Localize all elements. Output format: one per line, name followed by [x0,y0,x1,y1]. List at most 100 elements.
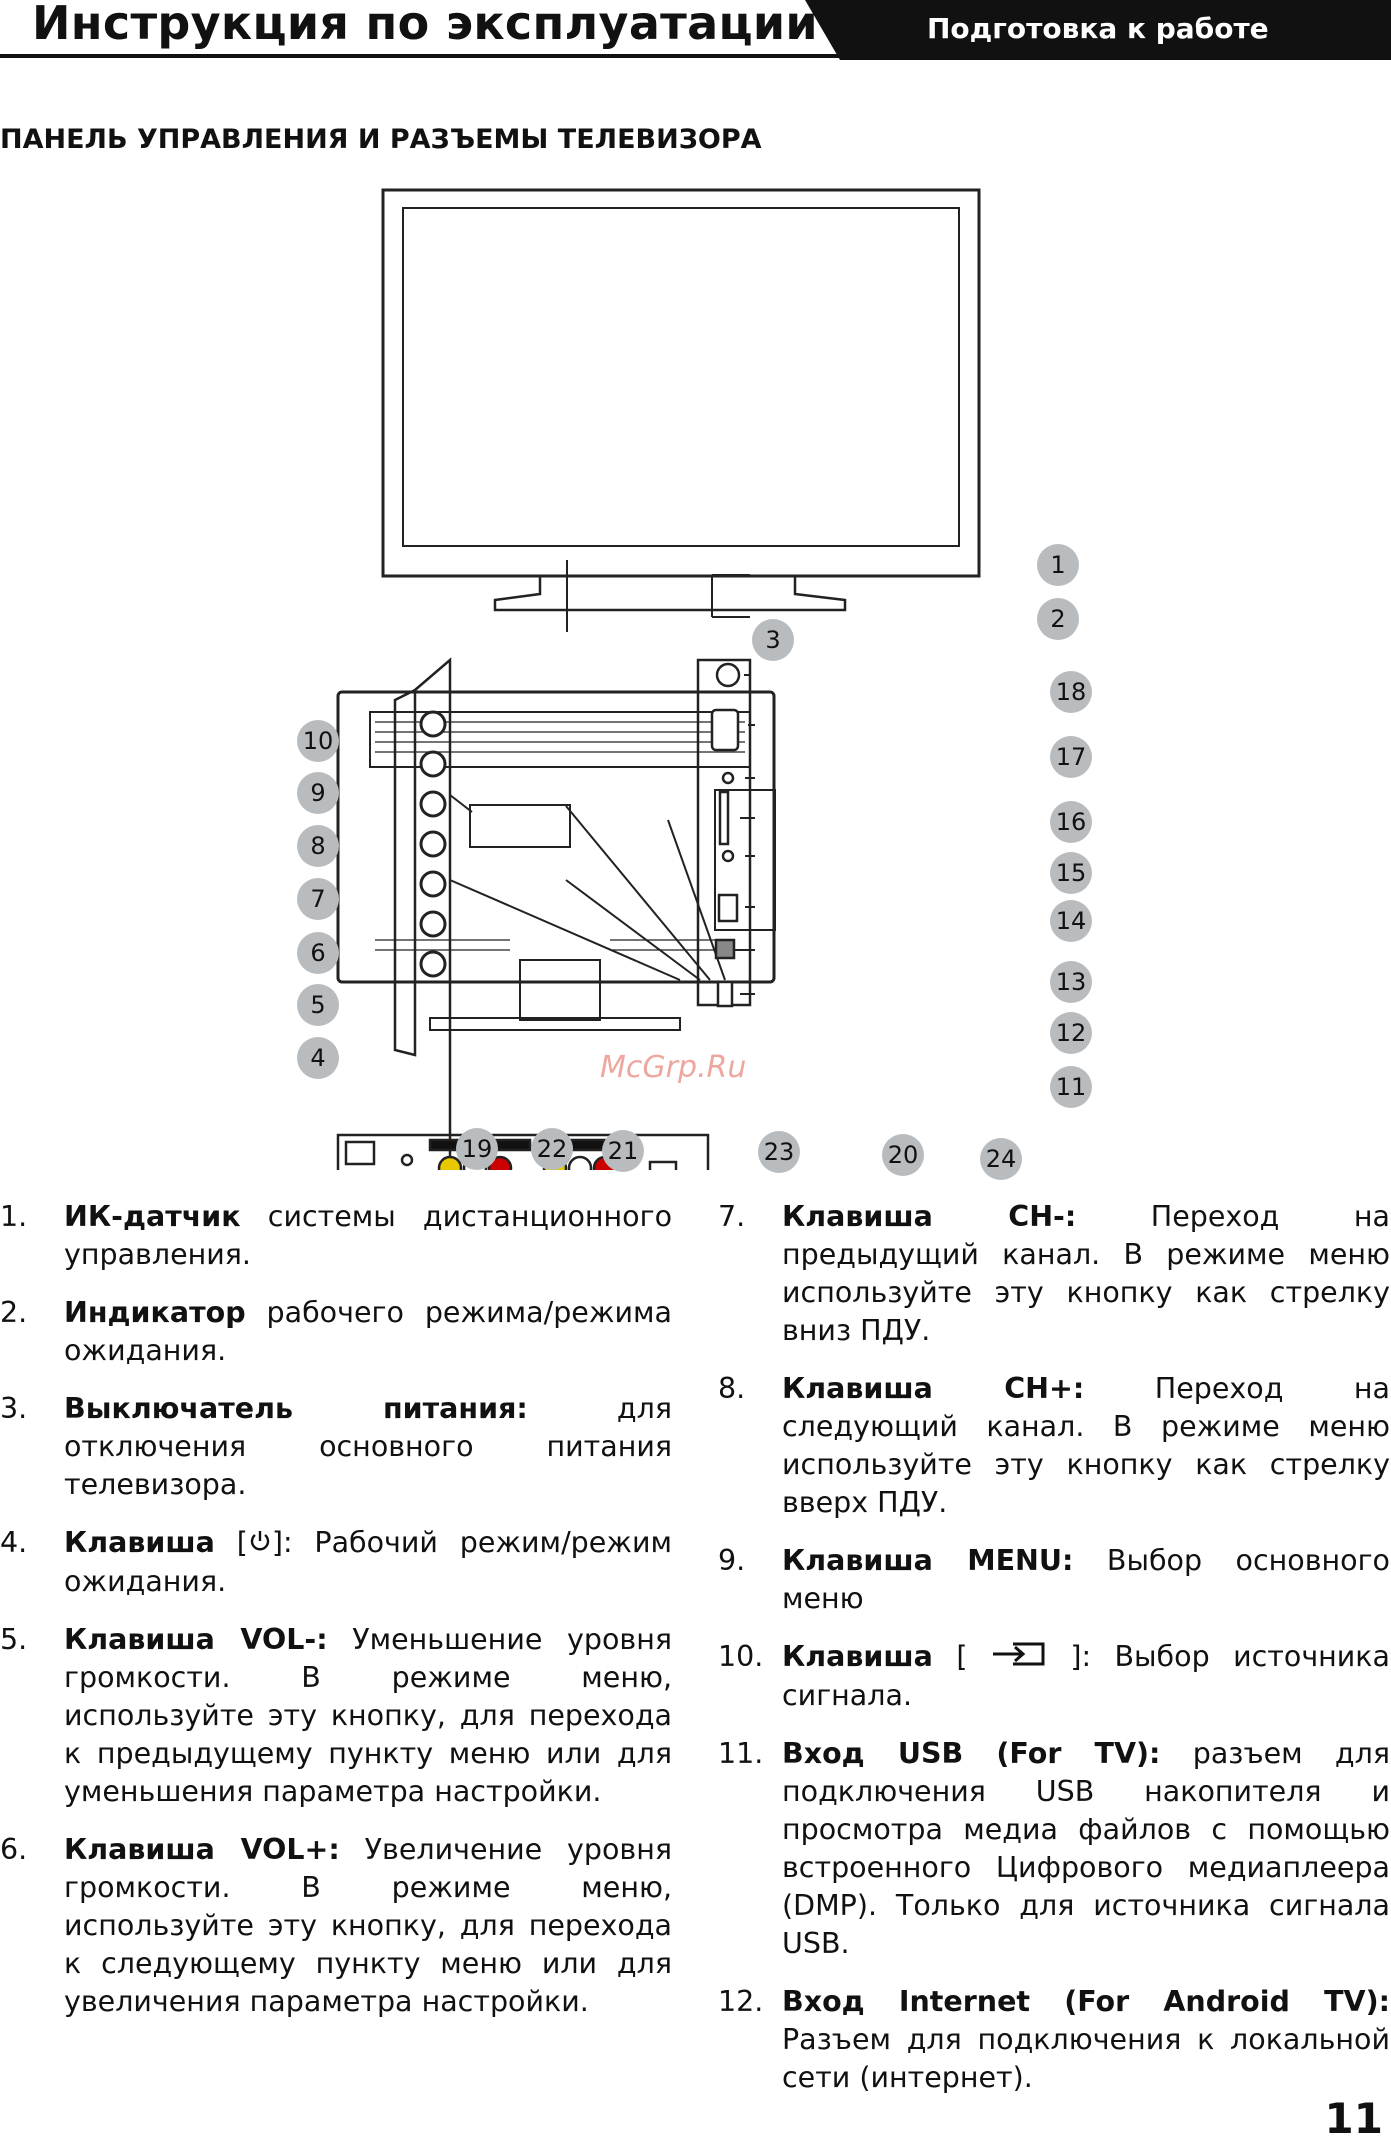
list-item: 6.Клавиша VOL+: Увеличение уровня громко… [0,1831,672,2021]
list-item-description: ]: Рабочий режим/режим ожидания. [64,1526,672,1598]
side-button-9 [419,750,447,778]
tv-back-neck [519,959,601,1021]
callout-2: 2 [1037,598,1079,640]
callout-17: 17 [1050,736,1092,778]
list-item-number: 2. [0,1296,28,1329]
list-item-number: 6. [0,1833,28,1866]
connector-11-usb [716,980,734,1008]
tv-back-base [429,1017,681,1031]
connector-22 [400,1153,414,1167]
bottom-connector-panel [336,1133,710,1170]
page-header: Инструкция по эксплуатации Подготовка к … [0,0,1391,60]
list-item-bracket: [ [214,1526,248,1559]
list-item-term: Клавиша [64,1526,215,1559]
list-item-number: 12. [718,1985,764,2018]
list-item: 8. Клавиша CH+: Переход на следующий кана… [718,1370,1390,1522]
tv-back-body [336,690,776,984]
list-item-number: 10. [718,1640,764,1673]
connector-20-usb [648,1160,678,1170]
section-title: ПАНЕЛЬ УПРАВЛЕНИЯ И РАЗЪЕМЫ ТЕЛЕВИЗОРА [0,124,762,155]
header-section-label: Подготовка к работе [927,12,1269,45]
list-item: 4. Клавиша []: Рабочий режим/режим ожидан… [0,1524,672,1601]
callout-16: 16 [1050,801,1092,843]
list-item-term: ИК-датчик [64,1200,241,1233]
callout-19: 19 [456,1128,498,1170]
callout-10: 10 [297,720,339,762]
list-item-term: Вход Internet (For Android TV): [782,1985,1390,2018]
callout-18: 18 [1050,671,1092,713]
connector-15-slot [718,790,730,846]
connector-21-yellow [437,1155,463,1170]
connector-19 [344,1140,376,1166]
list-item-description: Увеличение уровня громкости. В режиме ме… [64,1833,672,2018]
input-source-icon [991,1639,1047,1677]
item-list-left: 1. ИК-датчик системы дистанционного управ… [0,1198,672,2041]
list-item-description: Разъем для подключения к локальной сети … [782,2023,1390,2094]
callout-8: 8 [297,825,339,867]
list-item: 12. Вход Internet (For Android TV): Разъе… [718,1983,1390,2097]
tv-back-panel [469,804,571,848]
callout-23: 23 [758,1131,800,1173]
list-item-description: Выбор основного меню [782,1544,1390,1615]
list-item: 2. Индикатор рабочего режима/режима ожида… [0,1294,672,1370]
connector-18 [715,662,741,688]
item-list-right: 7. Клавиша CH-: Переход на предыдущий кан… [718,1198,1390,2117]
side-button-7 [419,830,447,858]
list-item-description: разъем для подключения USB накопителя и … [782,1737,1390,1960]
list-item: 9.Клавиша MENU: Выбор основного меню [718,1542,1390,1618]
callout-7: 7 [297,878,339,920]
list-item-term: Клавиша [782,1640,933,1673]
list-item-term: Клавиша CH-: [782,1200,1077,1233]
callout-5: 5 [297,984,339,1026]
list-item-description: Переход на следующий канал. В режиме мен… [782,1372,1390,1519]
callout-15: 15 [1050,852,1092,894]
list-item: 11.Вход USB (For TV): разъем для подключ… [718,1735,1390,1963]
connector-17-vga [710,708,740,752]
callout-11: 11 [1050,1066,1092,1108]
side-button-4 [419,950,447,978]
list-item-term: Клавиша MENU: [782,1544,1074,1577]
list-item: 3.Выключатель питания: для отключения ос… [0,1390,672,1504]
tv-front-bezel [381,188,981,578]
watermark: McGrp.Ru [600,1050,747,1085]
list-item: 7. Клавиша CH-: Переход на предыдущий кан… [718,1198,1390,1350]
list-item-description: рабочего режима/режима ожидания. [64,1296,672,1367]
list-item-number: 8. [718,1372,746,1405]
callout-9: 9 [297,772,339,814]
callout-12: 12 [1050,1012,1092,1054]
tv-front-screen [402,207,960,547]
connector-13-hdmi [717,893,739,923]
side-button-6 [419,870,447,898]
list-item-number: 7. [718,1200,746,1233]
list-item-description: ]: Выбор источника сигнала. [782,1640,1390,1712]
header-title: Инструкция по эксплуатации [32,0,818,50]
list-item-number: 1. [0,1200,28,1233]
list-item-term: Вход USB (For TV): [782,1737,1161,1770]
side-button-panel [393,657,452,1170]
list-item-number: 4. [0,1526,28,1559]
list-item-description: Переход на предыдущий канал. В режиме ме… [782,1200,1390,1347]
list-item-term: Индикатор [64,1296,246,1329]
callout-24: 24 [980,1138,1022,1180]
list-item-description: системы дистанционного управления. [64,1200,672,1271]
callout-13: 13 [1050,961,1092,1003]
list-item: 1. ИК-датчик системы дистанционного управ… [0,1198,672,1274]
tv-stand [493,576,847,612]
list-item-number: 3. [0,1392,28,1425]
list-item-description: для отключения основного питания телевиз… [64,1392,672,1501]
header-rule [0,54,840,58]
callout-6: 6 [297,932,339,974]
tv-back-side-box [714,789,776,931]
callout-4: 4 [297,1037,339,1079]
list-item: 10. Клавиша [ ]: Выбор источника сигнала. [718,1638,1390,1715]
connector-12-lan [714,938,736,960]
list-item-term: Клавиша CH+: [782,1372,1085,1405]
callout-21: 21 [602,1130,644,1172]
connector-23-white [567,1155,593,1170]
list-item-bracket: [ [932,1640,991,1673]
list-item: 5.Клавиша VOL-: Уменьшение уровня громко… [0,1621,672,1811]
connector-16 [721,771,735,785]
side-button-8 [419,790,447,818]
header-section-tab: Подготовка к работе [805,0,1391,60]
callout-1: 1 [1037,544,1079,586]
